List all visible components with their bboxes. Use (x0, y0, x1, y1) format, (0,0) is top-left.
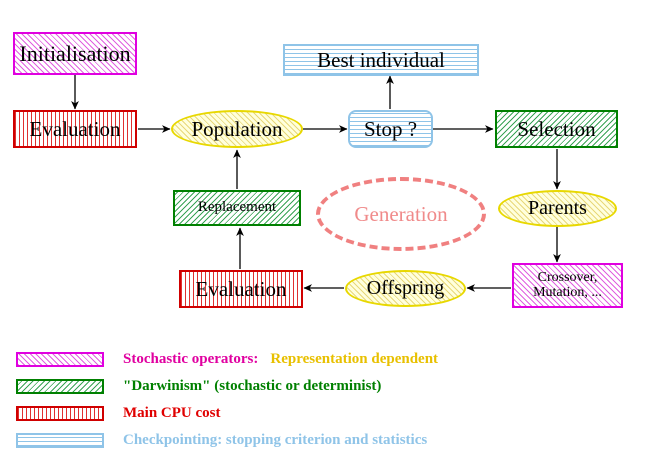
node-offspring-label: Offspring (366, 277, 445, 299)
node-evaluation-bottom-label: Evaluation (195, 276, 287, 301)
node-parents-label: Parents (528, 197, 587, 219)
legend-row-darwinism: "Darwinism" (stochastic or determinist) (16, 375, 381, 397)
node-evaluation-bottom[interactable]: Evaluation (179, 270, 303, 308)
node-population[interactable]: Population (171, 110, 303, 148)
node-best-individual[interactable]: Best individual (283, 44, 479, 76)
node-selection[interactable]: Selection (495, 110, 618, 148)
legend-label-representation-dependent: Representation dependent (270, 350, 439, 367)
node-initialisation[interactable]: Initialisation (13, 32, 137, 75)
legend-label-checkpointing: Checkpointing: stopping criterion and st… (123, 431, 428, 448)
node-crossover-mutation[interactable]: Crossover, Mutation, ... (512, 263, 623, 308)
legend-row-main-cpu-cost: Main CPU cost (16, 402, 221, 424)
legend-swatch-main-cpu-cost (16, 405, 104, 421)
node-stop-label: Stop ? (363, 116, 418, 141)
legend-swatch-checkpointing (16, 432, 104, 448)
legend-swatch-darwinism (16, 378, 104, 394)
legend-row-stochastic-operators: Stochastic operators: Representation dep… (16, 348, 438, 370)
legend-swatch-stochastic-operators (16, 351, 104, 367)
node-evaluation-top[interactable]: Evaluation (13, 110, 137, 148)
node-replacement-label: Replacement (197, 199, 277, 216)
legend-row-checkpointing: Checkpointing: stopping criterion and st… (16, 429, 427, 451)
node-replacement[interactable]: Replacement (173, 190, 301, 226)
node-initialisation-label: Initialisation (19, 40, 131, 66)
node-selection-label: Selection (517, 116, 596, 141)
node-best-individual-label: Best individual (317, 47, 445, 72)
node-offspring[interactable]: Offspring (345, 270, 466, 307)
legend-label-stochastic-operators: Stochastic operators: (123, 350, 259, 367)
node-evaluation-top-label: Evaluation (29, 116, 121, 141)
legend-label-main-cpu-cost: Main CPU cost (123, 404, 221, 421)
node-generation-label: Generation (354, 201, 448, 226)
node-generation-annotation: Generation (316, 177, 486, 251)
node-parents[interactable]: Parents (498, 190, 617, 227)
node-population-label: Population (191, 116, 283, 141)
legend-label-darwinism: "Darwinism" (stochastic or determinist) (123, 377, 382, 394)
legend: Stochastic operators: Representation dep… (0, 336, 670, 465)
node-stop[interactable]: Stop ? (348, 110, 433, 148)
node-crossover-mutation-label: Crossover, Mutation, ... (533, 269, 602, 300)
